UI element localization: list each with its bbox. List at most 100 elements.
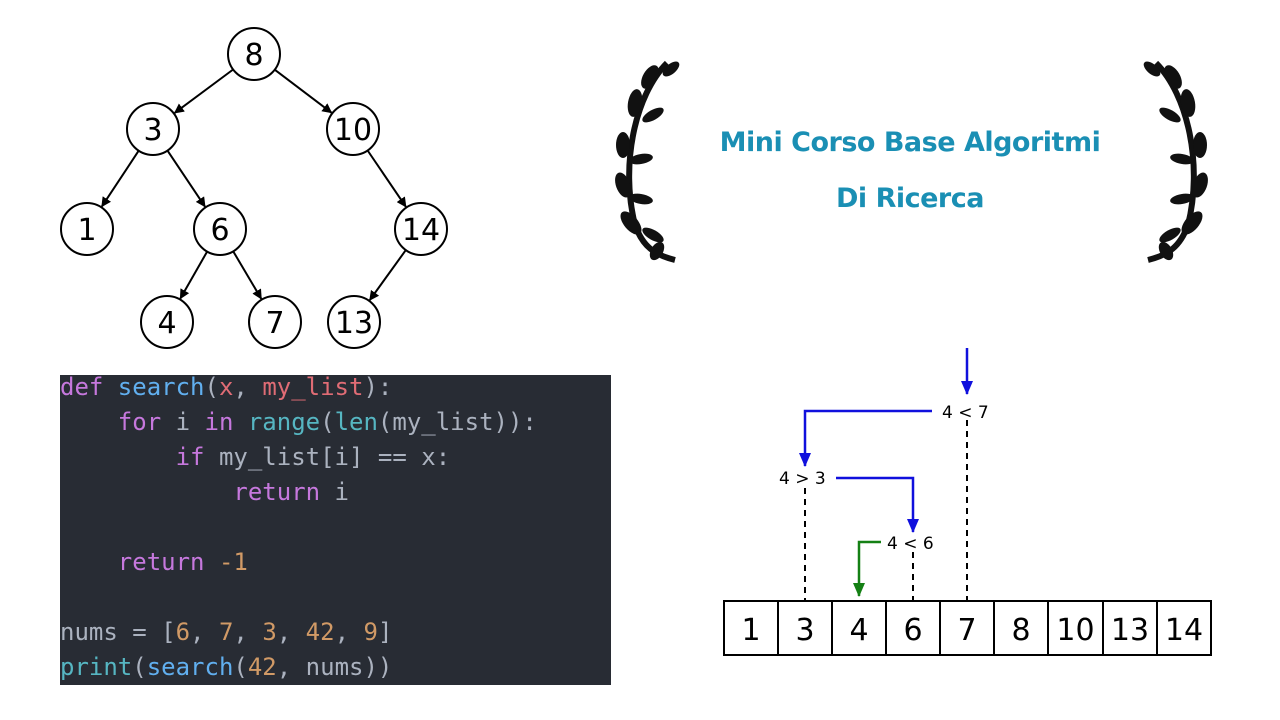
tree-node-label-10: 10 bbox=[334, 113, 372, 148]
code-token: ( bbox=[233, 653, 248, 681]
array-cell-label-13: 13 bbox=[1111, 613, 1149, 648]
tree-node-14 bbox=[394, 202, 448, 256]
code-line-3: if my_list[i] == x: bbox=[60, 440, 451, 475]
tree-edge-8-3 bbox=[173, 68, 234, 114]
code-token: range bbox=[247, 408, 321, 436]
code-line-8: nums = [6, 7, 3, 42, 9] bbox=[60, 615, 392, 650]
tree-node-label-7: 7 bbox=[265, 306, 284, 341]
array-cell-label-1: 1 bbox=[741, 613, 760, 648]
array-cell-label-3: 3 bbox=[795, 613, 814, 648]
array-cell-label-6: 6 bbox=[903, 613, 922, 648]
code-line-1: def search(x, my_list): bbox=[60, 375, 392, 405]
code-token: 42 bbox=[247, 653, 277, 681]
code-token: in bbox=[204, 408, 248, 436]
array-cell-13 bbox=[1102, 600, 1158, 656]
code-token: , bbox=[276, 618, 306, 646]
tree-node-label-13: 13 bbox=[335, 306, 373, 341]
tree-node-3 bbox=[126, 102, 180, 156]
code-token: (my_list)): bbox=[377, 408, 537, 436]
course-title: Mini Corso Base Algoritmi Di Ricerca bbox=[690, 115, 1130, 227]
code-token: ] bbox=[377, 618, 393, 646]
code-token: return bbox=[233, 478, 335, 506]
course-title-block: Mini Corso Base Algoritmi Di Ricerca bbox=[600, 55, 1220, 270]
code-token: x bbox=[218, 375, 234, 401]
tree-node-label-1: 1 bbox=[77, 213, 96, 248]
code-token bbox=[60, 443, 176, 471]
code-token: print bbox=[60, 653, 133, 681]
array-cell-label-8: 8 bbox=[1011, 613, 1030, 648]
comparison-label-1: 4 < 7 bbox=[942, 403, 989, 423]
code-line-9: print(search(42, nums)) bbox=[60, 650, 392, 685]
laurel-right-icon bbox=[1143, 60, 1208, 263]
code-editor-panel: def search(x, my_list): for i in range(l… bbox=[60, 375, 611, 685]
code-token: ): bbox=[363, 375, 393, 401]
code-token: len bbox=[334, 408, 378, 436]
tree-edge-14-13 bbox=[368, 249, 407, 301]
code-token: -1 bbox=[218, 548, 248, 576]
tree-edge-6-7 bbox=[232, 250, 263, 300]
search-arrow-to-3 bbox=[799, 409, 932, 467]
array-cell-8 bbox=[993, 600, 1049, 656]
array-cell-label-14: 14 bbox=[1165, 613, 1203, 648]
code-token: 9 bbox=[363, 618, 378, 646]
array-cell-label-4: 4 bbox=[849, 613, 868, 648]
array-cell-4 bbox=[831, 600, 887, 656]
tree-edge-10-14 bbox=[366, 149, 407, 208]
code-token: ( bbox=[204, 375, 219, 401]
code-token: return bbox=[117, 548, 219, 576]
tree-edge-8-10 bbox=[274, 68, 333, 114]
search-arrow-found-4 bbox=[853, 540, 881, 597]
tree-node-label-4: 4 bbox=[157, 306, 176, 341]
tree-edge-6-4 bbox=[179, 251, 208, 300]
code-token: def bbox=[60, 375, 118, 401]
array-cell-1 bbox=[723, 600, 779, 656]
laurel-left-icon bbox=[615, 60, 680, 263]
tree-node-1 bbox=[60, 202, 114, 256]
array-cell-6 bbox=[885, 600, 941, 656]
code-token: 7 bbox=[218, 618, 234, 646]
tree-node-label-14: 14 bbox=[402, 213, 440, 248]
tree-node-label-6: 6 bbox=[210, 213, 229, 248]
code-token: my_list[i] == x: bbox=[218, 443, 451, 471]
code-token: , bbox=[233, 618, 263, 646]
tree-node-7 bbox=[248, 295, 302, 349]
code-token: , bbox=[233, 375, 263, 401]
course-title-line-2: Di Ricerca bbox=[836, 183, 984, 214]
course-title-line-1: Mini Corso Base Algoritmi bbox=[719, 127, 1101, 158]
code-token: 42 bbox=[305, 618, 335, 646]
array-cell-3 bbox=[777, 600, 833, 656]
tree-node-8 bbox=[227, 27, 281, 81]
code-token: search bbox=[146, 653, 234, 681]
tree-node-4 bbox=[140, 295, 194, 349]
code-line-4: return i bbox=[60, 475, 349, 510]
array-cell-14 bbox=[1156, 600, 1212, 656]
array-cell-label-7: 7 bbox=[957, 613, 976, 648]
tree-edge-3-1 bbox=[101, 150, 140, 208]
code-token: my_list bbox=[262, 375, 364, 401]
code-token: i bbox=[334, 478, 349, 506]
code-token: if bbox=[175, 443, 219, 471]
code-token bbox=[60, 478, 233, 506]
comparison-label-3: 4 < 6 bbox=[887, 534, 934, 554]
array-cell-label-10: 10 bbox=[1056, 613, 1094, 648]
tree-node-6 bbox=[193, 202, 247, 256]
code-line-2: for i in range(len(my_list)): bbox=[60, 405, 537, 440]
comparison-label-2: 4 > 3 bbox=[779, 469, 826, 489]
tree-node-10 bbox=[326, 102, 380, 156]
array-cell-7 bbox=[939, 600, 995, 656]
tree-node-13 bbox=[327, 295, 381, 349]
code-token: for bbox=[117, 408, 176, 436]
code-token: i bbox=[175, 408, 205, 436]
code-line-6: return -1 bbox=[60, 545, 248, 580]
tree-edge-3-6 bbox=[166, 150, 206, 208]
code-token: nums = [ bbox=[60, 618, 176, 646]
code-token: ( bbox=[320, 408, 335, 436]
tree-node-label-8: 8 bbox=[244, 38, 263, 73]
code-token: 6 bbox=[175, 618, 191, 646]
code-token: ( bbox=[132, 653, 147, 681]
code-token bbox=[60, 408, 118, 436]
search-arrow-to-6 bbox=[836, 476, 919, 533]
array-cell-10 bbox=[1047, 600, 1104, 656]
code-token: , bbox=[190, 618, 219, 646]
